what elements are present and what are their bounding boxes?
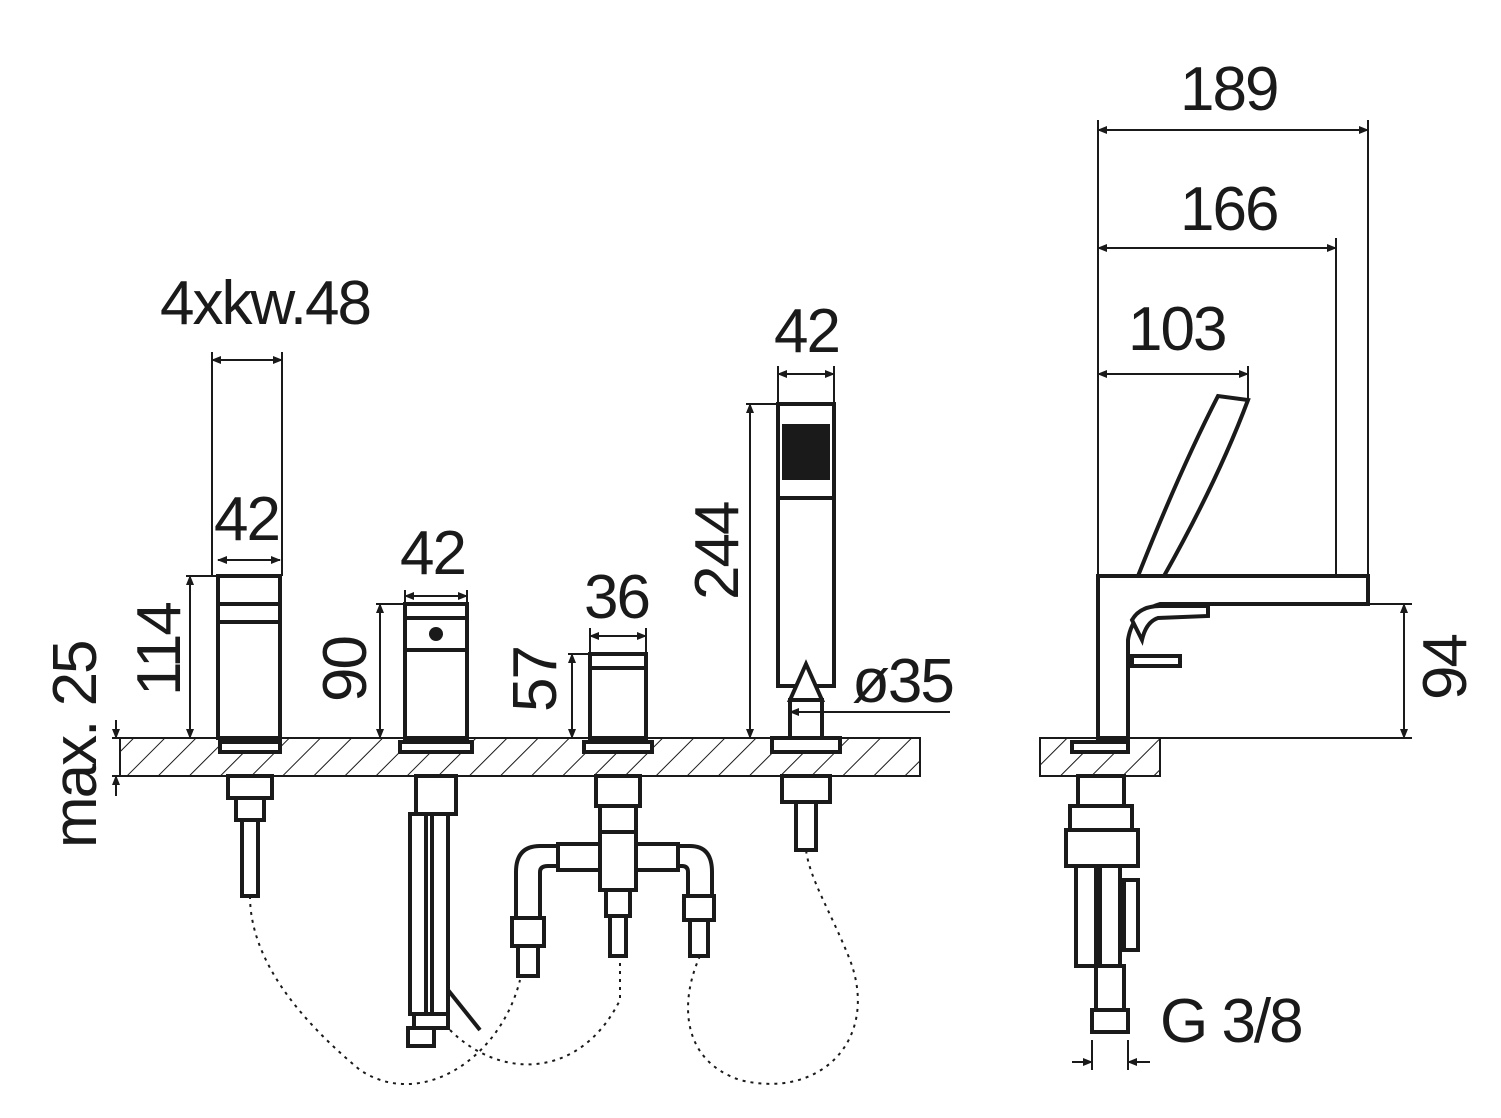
side-view: 189 166 103 94 G 3/8 <box>1039 55 1480 1070</box>
dim-label-side-total: 189 <box>1180 55 1277 124</box>
spout-assembly <box>216 574 282 898</box>
dim-label-deck-max: max. 25 <box>41 641 110 848</box>
dim-label-handle-square: 4xkw.48 <box>160 269 370 338</box>
dim-label-mixer-width: 42 <box>400 519 465 588</box>
dim-label-mixer-height: 90 <box>311 637 380 702</box>
dim-label-diverter-width: 36 <box>584 563 649 632</box>
flex-hoses <box>249 849 859 1086</box>
diverter-assembly <box>510 652 716 978</box>
dim-label-diverter-height: 57 <box>501 647 570 712</box>
dim-label-spout-height: 114 <box>125 603 194 696</box>
dim-label-side-base: 166 <box>1180 175 1277 244</box>
side-dimension-lines <box>1072 120 1412 1070</box>
dim-label-connection: G 3/8 <box>1160 987 1302 1056</box>
dim-label-shower-width: 42 <box>774 297 839 366</box>
dim-label-shower-length: 244 <box>683 502 752 600</box>
dim-label-shower-diameter: ø35 <box>852 647 953 716</box>
hand-shower-assembly <box>770 402 842 852</box>
dim-label-spout-width: 42 <box>214 485 279 554</box>
mixer-assembly <box>398 602 482 1048</box>
dim-label-side-handle: 103 <box>1128 295 1225 364</box>
dim-label-side-height: 94 <box>1411 635 1480 700</box>
front-view: 4xkw.48 42 42 36 42 ø35 114 90 57 244 ma… <box>41 269 955 1086</box>
front-dimension-lines <box>112 352 950 796</box>
